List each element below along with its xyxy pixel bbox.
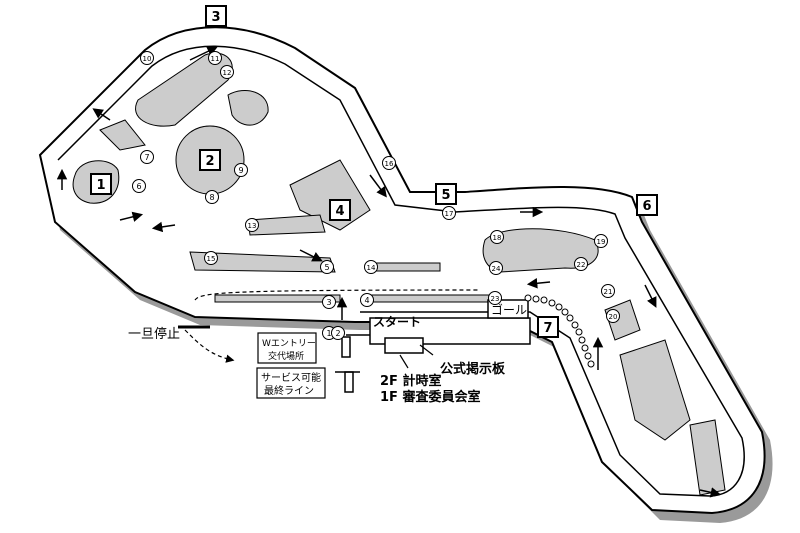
svg-text:3: 3 bbox=[211, 10, 220, 25]
corner-19: 19 bbox=[594, 234, 608, 248]
corner-2: 2 bbox=[331, 326, 345, 340]
corner-20: 20 bbox=[606, 309, 620, 323]
svg-text:5: 5 bbox=[441, 188, 450, 203]
corner-11: 11 bbox=[208, 51, 222, 65]
svg-text:1: 1 bbox=[326, 329, 331, 338]
corner-16: 16 bbox=[382, 156, 396, 170]
section-marker-1: 1 bbox=[90, 173, 112, 195]
service-line-box: サービス可能 最終ライン bbox=[256, 367, 326, 399]
corner-12: 12 bbox=[220, 65, 234, 79]
start-label: スタート bbox=[373, 315, 421, 329]
svg-text:3: 3 bbox=[326, 298, 331, 307]
service-line-2: 最終ライン bbox=[264, 384, 314, 397]
pit-lane-dashed bbox=[194, 289, 481, 301]
bulletin-label: 公式掲示板 bbox=[440, 361, 506, 377]
svg-text:11: 11 bbox=[211, 55, 220, 63]
corner-10: 10 bbox=[140, 51, 154, 65]
svg-text:21: 21 bbox=[604, 288, 613, 296]
svg-text:8: 8 bbox=[209, 193, 214, 202]
corner-3: 3 bbox=[322, 295, 336, 309]
corner-21: 21 bbox=[601, 284, 615, 298]
pointer-lines bbox=[399, 344, 434, 369]
corner-13: 13 bbox=[245, 218, 259, 232]
svg-text:5: 5 bbox=[324, 263, 329, 272]
svg-text:23: 23 bbox=[491, 295, 500, 303]
svg-text:22: 22 bbox=[577, 261, 586, 269]
section-marker-6: 6 bbox=[636, 194, 658, 216]
svg-text:1: 1 bbox=[96, 178, 105, 193]
svg-text:10: 10 bbox=[143, 55, 152, 63]
svg-text:9: 9 bbox=[238, 166, 243, 175]
svg-text:17: 17 bbox=[445, 210, 454, 218]
svg-text:2: 2 bbox=[205, 154, 214, 169]
tyre-barrier bbox=[524, 294, 595, 368]
w-entry-line-2: 交代場所 bbox=[268, 350, 304, 362]
svg-text:20: 20 bbox=[609, 313, 618, 321]
section-marker-7: 7 bbox=[537, 316, 559, 338]
corner-4: 4 bbox=[360, 293, 374, 307]
pit-exit-dashed-route bbox=[184, 329, 235, 363]
svg-text:7: 7 bbox=[144, 153, 149, 162]
corner-6: 6 bbox=[132, 179, 146, 193]
w-entry-box: Wエントリー 交代場所 bbox=[257, 332, 317, 364]
svg-text:16: 16 bbox=[385, 160, 394, 168]
svg-text:7: 7 bbox=[543, 321, 552, 336]
corner-18: 18 bbox=[490, 230, 504, 244]
corner-24: 24 bbox=[489, 261, 503, 275]
w-entry-line-1: Wエントリー bbox=[262, 339, 316, 349]
direction-arrows bbox=[56, 46, 722, 498]
svg-text:2: 2 bbox=[335, 329, 340, 338]
section-marker-5: 5 bbox=[435, 183, 457, 205]
signal-poles bbox=[335, 334, 370, 393]
corner-23: 23 bbox=[488, 291, 502, 305]
timing-room-label: 2F 計時室 bbox=[380, 373, 441, 389]
corner-15: 15 bbox=[204, 251, 218, 265]
svg-text:6: 6 bbox=[136, 182, 141, 191]
service-line-1: サービス可能 bbox=[261, 371, 321, 384]
section-marker-4: 4 bbox=[329, 199, 351, 221]
svg-text:13: 13 bbox=[248, 222, 257, 230]
svg-text:12: 12 bbox=[223, 69, 232, 77]
svg-text:24: 24 bbox=[492, 265, 501, 273]
corner-9: 9 bbox=[234, 163, 248, 177]
pit-buildings bbox=[369, 299, 531, 354]
corner-22: 22 bbox=[574, 257, 588, 271]
svg-text:4: 4 bbox=[364, 296, 369, 305]
svg-text:14: 14 bbox=[367, 264, 376, 272]
svg-text:4: 4 bbox=[335, 204, 344, 219]
section-marker-2: 2 bbox=[199, 149, 221, 171]
stewards-room-label: 1F 審査委員会室 bbox=[380, 389, 480, 405]
goal-label: ゴール bbox=[491, 302, 527, 317]
svg-text:18: 18 bbox=[493, 234, 502, 242]
stop-label: 一旦停止 bbox=[128, 326, 180, 342]
svg-text:6: 6 bbox=[642, 199, 651, 214]
corner-14: 14 bbox=[364, 260, 378, 274]
corner-5: 5 bbox=[320, 260, 334, 274]
corner-7: 7 bbox=[140, 150, 154, 164]
infield-islands bbox=[72, 52, 726, 496]
track-inner-line bbox=[57, 45, 745, 497]
svg-text:19: 19 bbox=[597, 238, 606, 246]
svg-text:15: 15 bbox=[207, 255, 216, 263]
section-marker-3: 3 bbox=[205, 5, 227, 27]
corner-8: 8 bbox=[205, 190, 219, 204]
corner-17: 17 bbox=[442, 206, 456, 220]
